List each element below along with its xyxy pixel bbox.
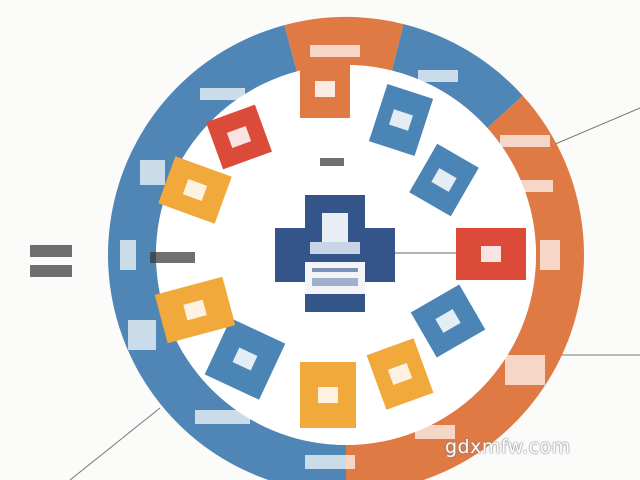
- watermark: gdxmfw.com: [445, 436, 571, 458]
- connector-line-top-right: [552, 107, 640, 146]
- card-glyph-icon: [232, 347, 258, 371]
- illegible-label-mark: [140, 160, 165, 185]
- illegible-label-mark: [30, 265, 72, 277]
- card-glyph-icon: [182, 179, 208, 201]
- card-glyph-icon: [226, 126, 252, 148]
- illegible-label-mark: [505, 180, 553, 192]
- card-glyph-icon: [481, 246, 501, 262]
- card-glyph-icon: [387, 363, 413, 385]
- ring-segment: [284, 16, 404, 72]
- printer-icon: [305, 213, 365, 294]
- card-glyph-icon: [389, 109, 413, 131]
- illegible-label-mark: [320, 158, 344, 166]
- illegible-label-mark: [200, 88, 245, 100]
- illegible-label-mark: [195, 410, 250, 424]
- illegible-label-mark: [305, 455, 355, 469]
- ring-segment: [108, 25, 346, 480]
- illegible-label-mark: [30, 245, 72, 257]
- card-glyph-icon: [183, 299, 207, 321]
- illegible-label-mark: [310, 45, 360, 57]
- illegible-label-mark: [418, 70, 458, 82]
- illegible-label-mark: [505, 355, 545, 385]
- connector-line-bottom-left: [69, 407, 161, 480]
- card-glyph-icon: [318, 387, 338, 403]
- center-hub: [275, 195, 458, 312]
- illegible-label-mark: [120, 240, 136, 270]
- illegible-label-mark: [540, 240, 560, 270]
- illegible-label-mark: [150, 252, 195, 263]
- illegible-label-mark: [415, 425, 455, 439]
- card-glyph-icon: [431, 168, 457, 192]
- illegible-label-mark: [500, 135, 550, 147]
- card-glyph-icon: [315, 81, 335, 97]
- illegible-label-mark: [128, 320, 156, 350]
- card-glyph-icon: [435, 309, 461, 333]
